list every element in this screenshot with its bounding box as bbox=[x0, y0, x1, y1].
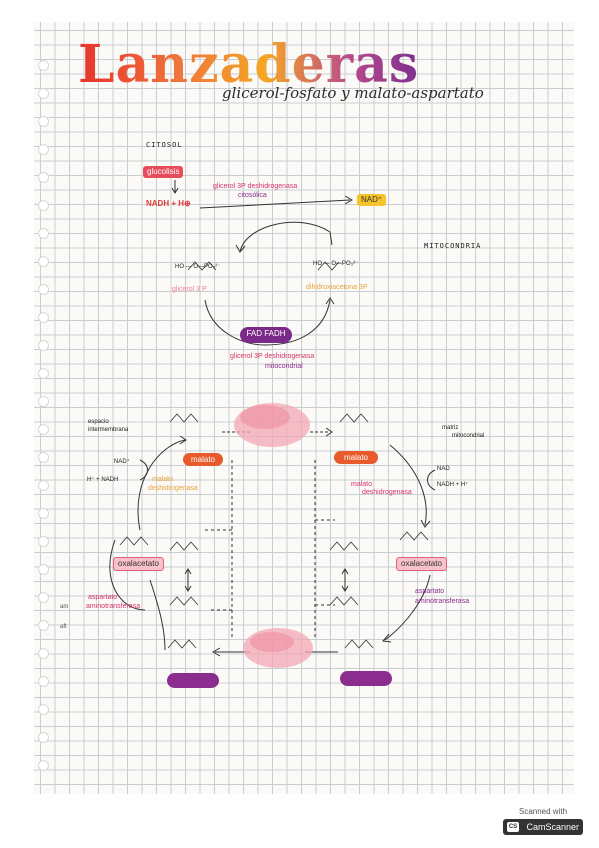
scanner-badge: Scanned with CamScanner CS bbox=[501, 807, 585, 839]
glycerol3p-structure: HO — O—PO₃²⁻ bbox=[175, 264, 221, 270]
transaminase-right-line2: aminotransferasa bbox=[415, 598, 470, 605]
intermembrane-line2: intermembrana bbox=[88, 427, 129, 433]
glycerol3p-label: glicerol 3 P bbox=[172, 286, 207, 293]
oxaloacetate-left-tag: oxalacetato bbox=[113, 557, 164, 571]
margin-note-2: aft bbox=[60, 624, 67, 630]
enzyme-cytosolic-line1: glicerol 3P deshidrogenasa bbox=[213, 183, 298, 190]
enzyme-mito-line1: glicerol 3P deshidrogenasa bbox=[230, 353, 315, 360]
nadh-right: NADH + H⁺ bbox=[437, 482, 469, 488]
page-subtitle: glicerol-fosfato y malato-aspartato bbox=[222, 84, 484, 102]
scanner-badge-brand: CamScanner bbox=[503, 819, 583, 835]
glycolysis-tag: glucolisis bbox=[143, 166, 184, 178]
mdh-left-line2: deshidrogenasa bbox=[148, 485, 198, 492]
mdh-left-line1: malato bbox=[152, 476, 174, 483]
camscanner-logo-icon: CS bbox=[507, 822, 519, 832]
notebook-page bbox=[34, 22, 574, 794]
aspartate-right-badge bbox=[340, 671, 392, 686]
mdh-right-line1: malato bbox=[351, 481, 373, 488]
mitochondria-label: MITOCONDRIA bbox=[424, 242, 482, 250]
fad-complex: FAD FADH bbox=[240, 327, 292, 343]
intermembrane-line1: espacio bbox=[88, 419, 109, 425]
matrix-line1: matriz bbox=[442, 425, 459, 431]
nadh-cytosol: NADH + H⊕ bbox=[146, 199, 191, 208]
malate-left-badge: malato bbox=[183, 453, 223, 466]
cytosol-label: CITOSOL bbox=[146, 141, 183, 149]
scanner-badge-top: Scanned with bbox=[518, 807, 568, 816]
transaminase-right-line1: aspartato bbox=[415, 588, 445, 595]
page-title: Lanzaderas bbox=[78, 34, 420, 95]
nad-right: NAD bbox=[437, 466, 450, 472]
mdh-right-line2: deshidrogenasa bbox=[362, 489, 412, 496]
nad-tag: NAD⁺ bbox=[357, 194, 387, 206]
transaminase-left-line1: aspartato bbox=[88, 594, 118, 601]
enzyme-mito-line2: mitocondrial bbox=[265, 363, 303, 370]
oxaloacetate-right-tag: oxalacetato bbox=[396, 557, 447, 571]
malate-right-badge: malato bbox=[334, 451, 378, 464]
aspartate-left-badge bbox=[167, 673, 219, 688]
transaminase-left-line2: aminotransferasa bbox=[86, 603, 141, 610]
enzyme-cytosolic-line2: citosólica bbox=[238, 192, 267, 199]
nad-left: NAD⁺ bbox=[114, 459, 130, 465]
dhap-structure: HO — O—PO₃²⁻ bbox=[313, 261, 359, 267]
matrix-line2: mitocondrial bbox=[452, 433, 485, 439]
nadh-left: H⁺ + NADH bbox=[87, 477, 119, 483]
margin-note-1: am bbox=[60, 604, 69, 610]
dhap-label: dihidroxiacetona 3P bbox=[306, 284, 368, 291]
